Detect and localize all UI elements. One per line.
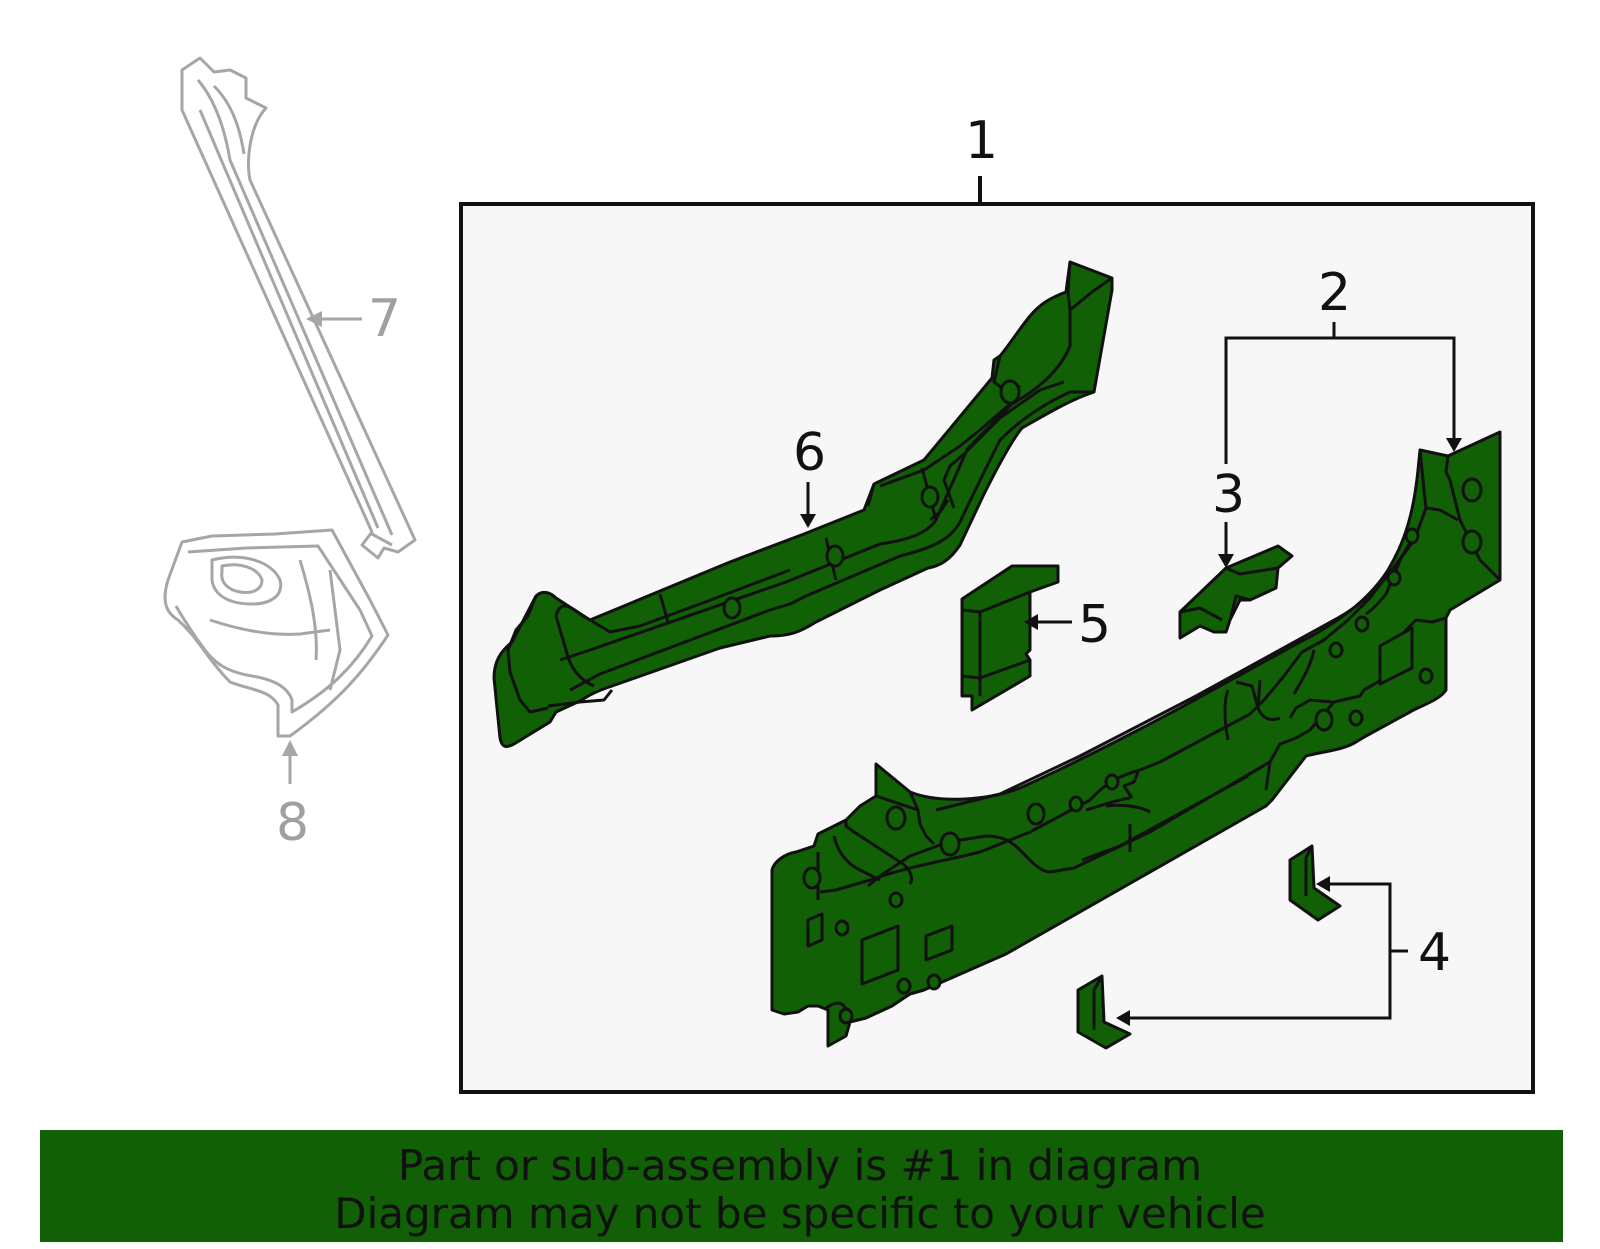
callout-5-arrow: [1024, 614, 1072, 630]
callout-3-arrow: [1218, 522, 1234, 568]
part-4-bracket-lower: [1076, 974, 1132, 1050]
part-6-upper-rail: [492, 260, 1114, 748]
part-4-bracket-upper: [1288, 844, 1342, 922]
callout-7: 7: [368, 289, 401, 349]
callout-1: 1: [965, 111, 998, 171]
callout-8: 8: [276, 793, 309, 853]
callout-4: 4: [1418, 923, 1451, 983]
part-7-pillar-reinforcement: [180, 56, 417, 560]
callout-4-bracket: [1116, 876, 1408, 1026]
callout-2-bracket: [1224, 322, 1462, 464]
callout-3: 3: [1212, 465, 1245, 525]
banner-line-2: Diagram may not be specific to your vehi…: [334, 1189, 1265, 1238]
callout-5: 5: [1078, 595, 1111, 655]
info-banner: [40, 1130, 1563, 1242]
leader-lines-ghost: [282, 311, 362, 784]
callout-6-arrow: [800, 482, 816, 528]
part-8-wheelhouse-panel: [163, 528, 390, 738]
part-3-gusset: [1178, 544, 1294, 640]
part-2-main-rail: [770, 430, 1502, 1048]
banner-line-1: Part or sub-assembly is #1 in diagram: [398, 1141, 1202, 1190]
callout-6: 6: [793, 423, 826, 483]
part-5-bracket: [960, 564, 1060, 712]
callout-2: 2: [1318, 263, 1351, 323]
